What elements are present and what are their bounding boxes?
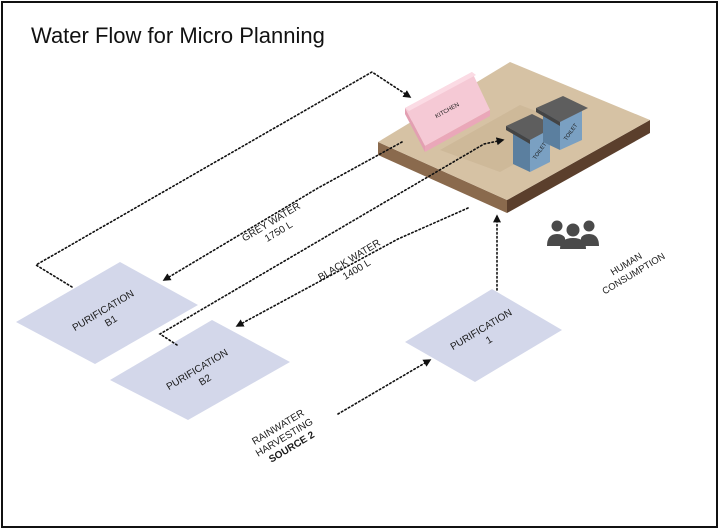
kitchen-block: KITCHEN [405, 72, 490, 152]
rainwater-label: RAINWATER HARVESTING SOURCE 2 [248, 405, 324, 470]
flow-lines [34, 71, 505, 415]
flow-grey-water [162, 141, 403, 281]
platform-group: KITCHEN TOILET TOILET [378, 62, 650, 213]
platform-side-left [378, 142, 507, 213]
human-consumption-label: HUMAN CONSUMPTION [594, 241, 667, 297]
flow-b2-to-toilet [158, 137, 505, 346]
flow-black-water [235, 207, 469, 327]
diagram-title: Water Flow for Micro Planning [31, 23, 325, 48]
platform-side-right [507, 120, 650, 213]
flow-b1-to-kitchen [34, 71, 412, 288]
people-icon [547, 220, 599, 249]
grey-water-label: GREY WATER 1750 L [240, 199, 311, 254]
flow-rainwater [337, 359, 432, 415]
purification-b1-panel: PURIFICATION B1 [16, 262, 198, 364]
black-water-label: BLACK WATER 1400 L [316, 236, 391, 293]
purification-1-panel: PURIFICATION 1 [405, 289, 562, 382]
toilet-block-2: TOILET [536, 96, 588, 150]
purification-b2-panel: PURIFICATION B2 [110, 320, 290, 420]
